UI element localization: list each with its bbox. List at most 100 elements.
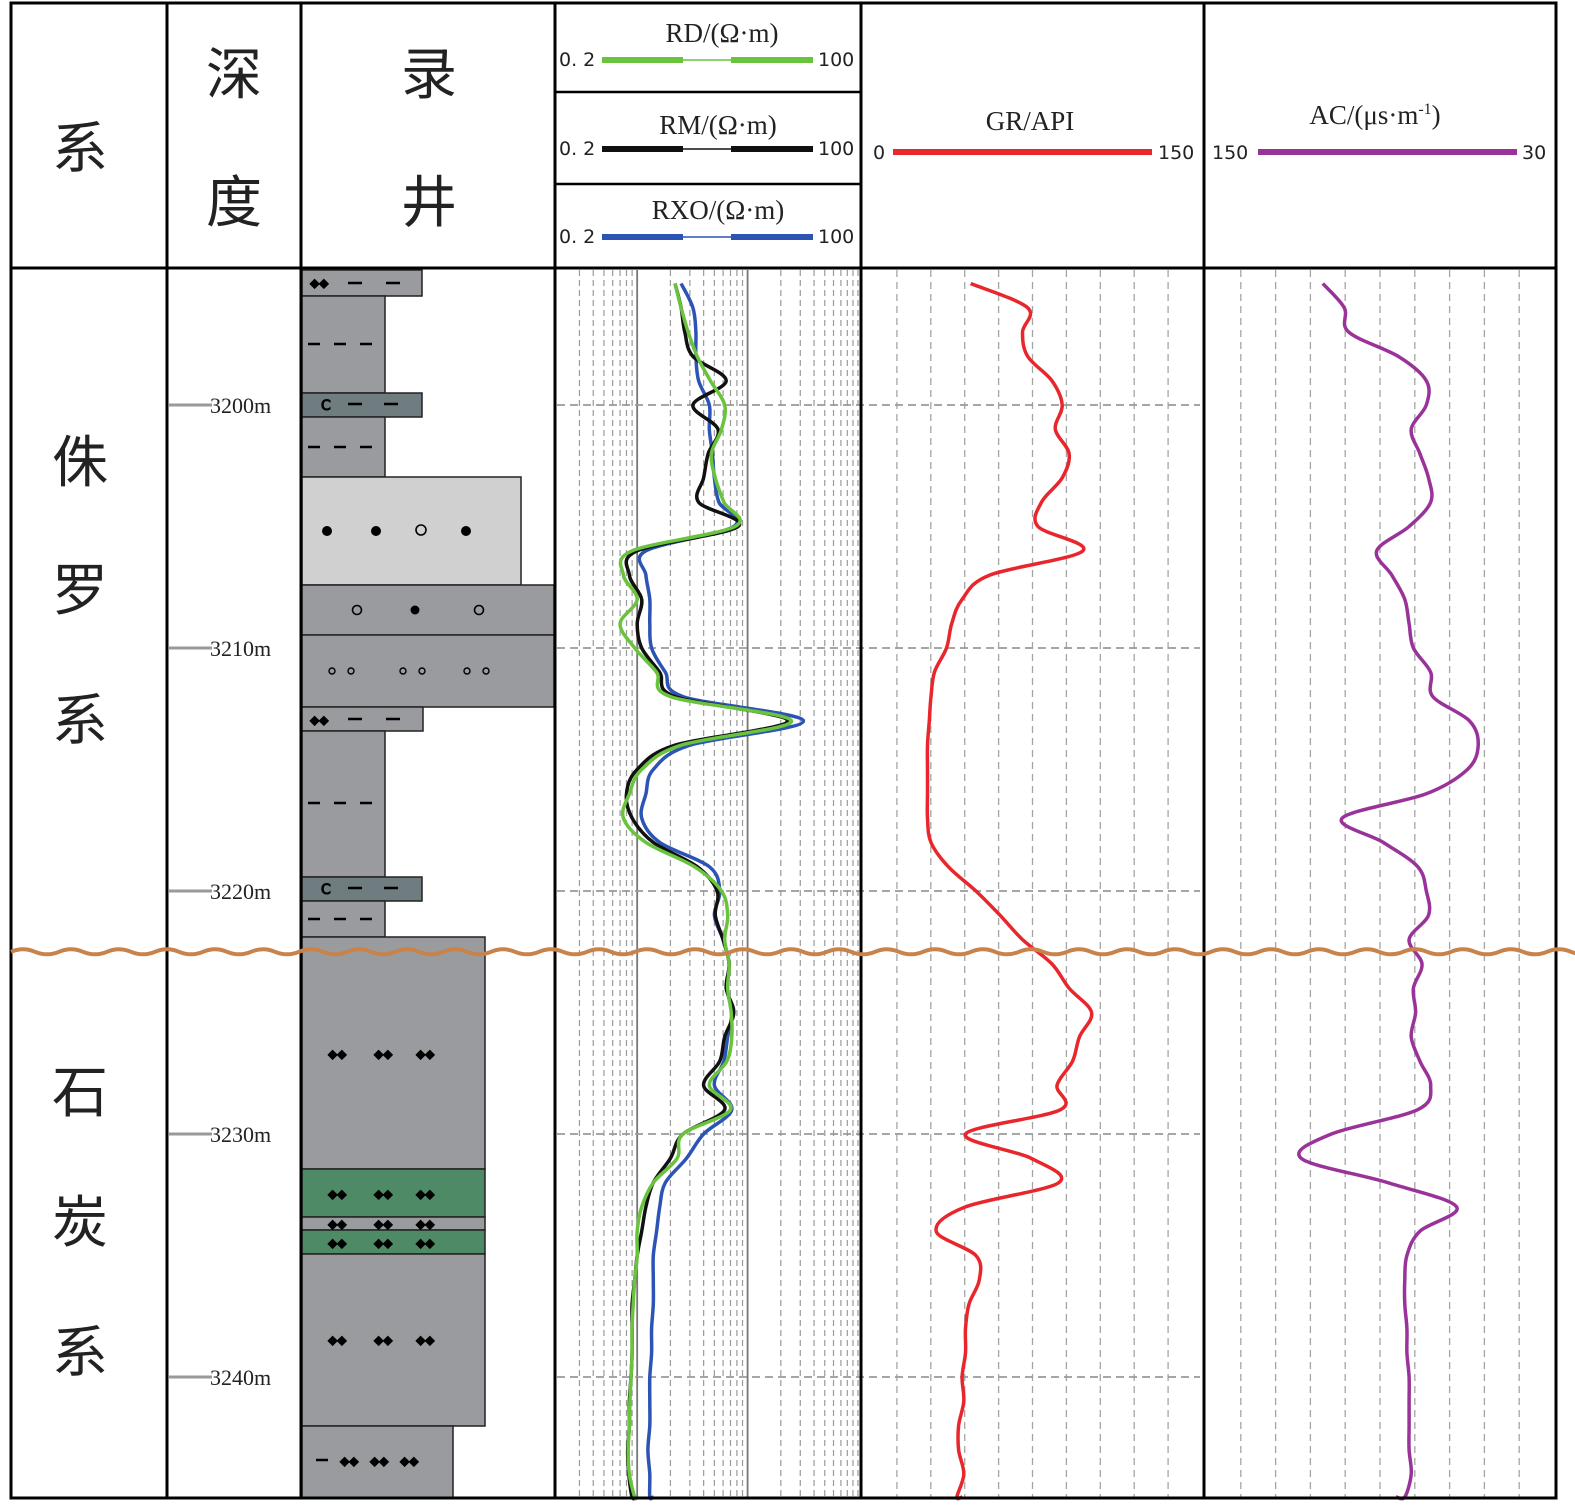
tuff-symbol: ◆◆ xyxy=(328,1236,347,1250)
pebble-symbol xyxy=(418,667,426,675)
depth-tick-label: 3240m xyxy=(210,1365,271,1390)
tuff-symbol: ◆◆ xyxy=(310,276,329,290)
legend-rxo-title: RXO/(Ω·m) xyxy=(652,195,785,225)
header-lithology: 录 井 xyxy=(401,43,457,236)
tuff-symbol: ◆◆ xyxy=(416,1333,435,1347)
pebble-symbol xyxy=(482,667,490,675)
dot-symbol xyxy=(371,526,381,536)
depth-gridlines xyxy=(557,404,1200,1378)
tuff-symbol: ◆◆ xyxy=(328,1047,347,1061)
legend-rd-max: 100 xyxy=(818,49,854,71)
gr-grid xyxy=(896,270,1169,1497)
header-depth-char-2: 度 xyxy=(206,171,262,236)
system-jurassic-char-3: 系 xyxy=(52,689,108,754)
depth-tick-label: 3230m xyxy=(210,1122,271,1147)
legend-ac-max: 30 xyxy=(1522,142,1546,164)
depth-tick-label: 3220m xyxy=(210,879,271,904)
curve-ac xyxy=(1297,282,1480,1501)
header-system: 系 xyxy=(52,117,108,182)
curve-rd xyxy=(618,283,794,1501)
legend-rd: RD/(Ω·m) 0. 2 100 xyxy=(559,18,854,71)
tuff-symbol: ◆◆ xyxy=(340,1454,359,1468)
tuff-symbol: ◆◆ xyxy=(416,1187,435,1201)
pebble-symbol xyxy=(399,667,407,675)
header-depth: 深 度 xyxy=(206,43,262,236)
tuff-symbol: ◆◆ xyxy=(370,1454,389,1468)
log-curves xyxy=(618,281,1480,1501)
legend-gr-min: 0 xyxy=(873,142,885,164)
lith-bed-sandy-conglomerate xyxy=(301,476,522,586)
header-lith-char-1: 录 xyxy=(401,43,457,108)
legend-rm-max: 100 xyxy=(818,138,854,160)
depth-tick-label: 3210m xyxy=(210,636,271,661)
tuff-symbol: ◆◆ xyxy=(374,1333,393,1347)
tuff-symbol: ◆◆ xyxy=(416,1236,435,1250)
system-jurassic: 侏 罗 系 xyxy=(52,431,108,754)
dot-symbol xyxy=(322,526,332,536)
dot-symbol xyxy=(410,605,420,615)
tuff-symbol: ◆◆ xyxy=(416,1217,435,1231)
pebble-symbol xyxy=(351,604,363,616)
lith-bed-tuff xyxy=(301,936,486,1170)
pebble-symbol xyxy=(473,604,485,616)
legend-rxo-max: 100 xyxy=(818,226,854,248)
system-carboniferous: 石 炭 系 xyxy=(52,1061,108,1386)
resistivity-grid xyxy=(578,270,859,1497)
lithology-column: ◆◆ C xyxy=(301,269,555,1499)
table-frame xyxy=(9,1,1558,1500)
tuff-symbol: ◆◆ xyxy=(374,1047,393,1061)
legend-gr-max: 150 xyxy=(1158,142,1194,164)
legend-rm: RM/(Ω·m) 0. 2 100 xyxy=(559,110,854,160)
pebble-symbol xyxy=(463,667,471,675)
depth-tick-label: 3200m xyxy=(210,393,271,418)
lith-bed-tuff xyxy=(301,1253,486,1427)
tuff-symbol: ◆◆ xyxy=(328,1333,347,1347)
pebble-symbol xyxy=(347,667,355,675)
lith-bed-conglomerate xyxy=(301,584,555,636)
legend-rm-min: 0. 2 xyxy=(559,138,595,160)
lith-bed-altered-tuff xyxy=(301,1168,486,1218)
system-carboniferous-char-1: 石 xyxy=(52,1061,108,1126)
tuff-symbol: ◆◆ xyxy=(416,1047,435,1061)
dot-symbol xyxy=(461,526,471,536)
lith-symbols: ◆◆ C xyxy=(308,276,490,1469)
header-system-text: 系 xyxy=(52,117,108,182)
header-lith-char-2: 井 xyxy=(401,171,457,236)
legend-rxo-min: 0. 2 xyxy=(559,226,595,248)
legend-ac-title-end: ) xyxy=(1432,100,1441,130)
legend-ac-min: 150 xyxy=(1212,142,1248,164)
legend-ac-title: AC/(μs·m-1) xyxy=(1309,100,1440,130)
outer-border xyxy=(9,1,1558,1500)
legend-rxo: RXO/(Ω·m) 0. 2 100 xyxy=(559,195,854,248)
pebble-symbol xyxy=(328,667,336,675)
tuff-symbol: ◆◆ xyxy=(374,1236,393,1250)
system-jurassic-char-2: 罗 xyxy=(52,559,108,624)
carbon-symbol: C xyxy=(321,882,331,898)
lith-bed-tuffaceous-mudstone xyxy=(301,1425,454,1499)
legend-ac-title-sup: -1 xyxy=(1418,101,1431,118)
system-carboniferous-char-2: 炭 xyxy=(52,1191,108,1256)
legend-gr-title: GR/API xyxy=(986,106,1075,136)
depth-ticks: 3200m 3210m 3220m 3230m 3240m xyxy=(169,393,271,1390)
tuff-symbol: ◆◆ xyxy=(328,1217,347,1231)
unconformity-line xyxy=(10,947,1575,957)
system-carboniferous-char-3: 系 xyxy=(52,1321,108,1386)
legend-rm-title: RM/(Ω·m) xyxy=(659,110,777,140)
tuff-symbol: ◆◆ xyxy=(374,1217,393,1231)
pebble-symbol xyxy=(415,524,427,536)
ac-grid xyxy=(1240,270,1520,1497)
legend-ac: AC/(μs·m-1) 150 30 xyxy=(1212,100,1546,164)
tuff-symbol: ◆◆ xyxy=(374,1187,393,1201)
carbon-symbol: C xyxy=(321,398,331,414)
legend-ac-title-base: AC/(μs·m xyxy=(1309,100,1418,130)
lith-bed-fine-conglomerate xyxy=(301,634,555,708)
tuff-symbol: ◆◆ xyxy=(328,1187,347,1201)
lith-bed-altered-tuff xyxy=(301,1229,486,1255)
tuff-symbol: ◆◆ xyxy=(310,713,329,727)
legend-rd-title: RD/(Ω·m) xyxy=(665,18,778,48)
header-depth-char-1: 深 xyxy=(206,43,262,108)
tuff-symbol: ◆◆ xyxy=(400,1454,419,1468)
system-jurassic-char-1: 侏 xyxy=(52,431,108,496)
legend-rd-min: 0. 2 xyxy=(559,49,595,71)
